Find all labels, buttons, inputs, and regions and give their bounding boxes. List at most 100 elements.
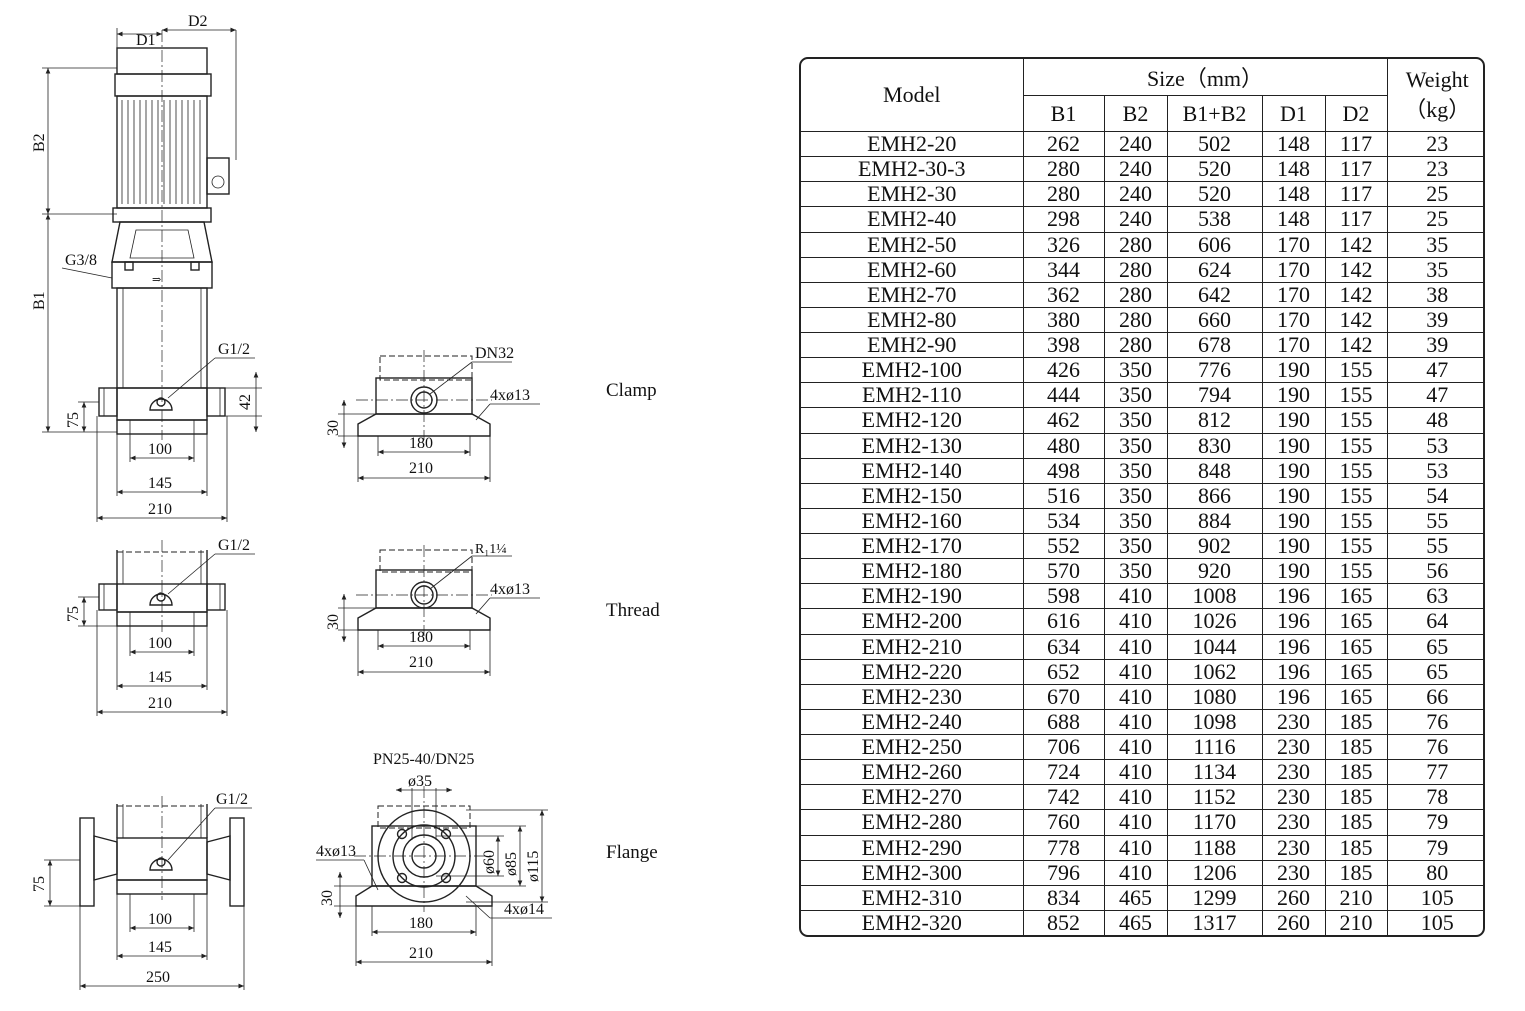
- table-cell: 190: [1261, 357, 1326, 384]
- header-model: Model: [801, 59, 1024, 132]
- table-cell: 410: [1103, 733, 1168, 761]
- table-cell: 1044: [1166, 633, 1263, 660]
- table-cell: 38: [1386, 281, 1483, 308]
- table-cell: EMH2-310: [801, 884, 1024, 911]
- table-cell: EMH2-160: [801, 507, 1024, 535]
- table-cell: EMH2-80: [801, 306, 1024, 334]
- d100-label-flange: 100: [148, 911, 172, 928]
- table-cell: EMH2-40: [801, 206, 1024, 233]
- table-cell: 262: [1022, 130, 1105, 158]
- table-cell: 1062: [1166, 658, 1263, 685]
- table-cell: 76: [1386, 733, 1483, 761]
- flange-plan-view: PN25-40/DN25 ø35 ø60 ø85 ø115 4xø13 4xø1…: [316, 751, 658, 966]
- table-cell: 196: [1261, 683, 1326, 710]
- table-cell: 410: [1103, 859, 1168, 886]
- table-cell: 230: [1261, 733, 1326, 761]
- table-cell: 410: [1103, 683, 1168, 710]
- table-cell: 196: [1261, 583, 1326, 610]
- b1-label: B1: [31, 291, 48, 310]
- table-cell: EMH2-260: [801, 759, 1024, 786]
- table-cell: 185: [1324, 809, 1388, 836]
- main-pump-elevation: ⇒ G3/8 G1/2 D1 D2 B2: [31, 13, 262, 522]
- table-cell: 53: [1386, 457, 1483, 484]
- table-cell: 1134: [1166, 759, 1263, 786]
- table-cell: 298: [1022, 206, 1105, 233]
- table-cell: 155: [1324, 532, 1388, 560]
- table-cell: 142: [1324, 281, 1388, 308]
- table-cell: EMH2-50: [801, 231, 1024, 258]
- flange-elevation: G1/2 75 100 145 250: [31, 791, 252, 990]
- table-cell: 812: [1166, 407, 1263, 434]
- table-cell: EMH2-290: [801, 834, 1024, 861]
- table-cell: 410: [1103, 658, 1168, 685]
- table-cell: 55: [1386, 532, 1483, 560]
- d210-label-thread: 210: [148, 695, 172, 712]
- d60-label: ø60: [481, 850, 498, 874]
- table-cell: 410: [1103, 784, 1168, 811]
- table-cell: EMH2-30: [801, 181, 1024, 208]
- table-cell: 155: [1324, 432, 1388, 459]
- table-cell: EMH2-190: [801, 583, 1024, 610]
- table-cell: 35: [1386, 256, 1483, 283]
- table-cell: 848: [1166, 457, 1263, 484]
- table-cell: 350: [1103, 558, 1168, 585]
- table-cell: 1299: [1166, 884, 1263, 911]
- table-cell: 230: [1261, 859, 1326, 886]
- b2-label: B2: [31, 133, 48, 152]
- table-cell: 117: [1324, 156, 1388, 183]
- table-cell: 155: [1324, 357, 1388, 384]
- table-cell: EMH2-70: [801, 281, 1024, 308]
- table-cell: EMH2-200: [801, 608, 1024, 635]
- table-cell: 65: [1386, 633, 1483, 660]
- table-cell: 652: [1022, 658, 1105, 685]
- table-cell: EMH2-240: [801, 708, 1024, 736]
- table-cell: 866: [1166, 482, 1263, 509]
- table-cell: 142: [1324, 256, 1388, 283]
- table-cell: EMH2-230: [801, 683, 1024, 710]
- table-cell: 280: [1022, 156, 1105, 183]
- table-cell: 670: [1022, 683, 1105, 710]
- table-cell: 1026: [1166, 608, 1263, 635]
- d210-label-thread-plan: 210: [409, 654, 433, 671]
- table-cell: 260: [1261, 884, 1326, 911]
- table-cell: 834: [1022, 884, 1105, 911]
- d100-label-clamp: 100: [148, 441, 172, 458]
- table-cell: 410: [1103, 708, 1168, 736]
- table-cell: 760: [1022, 809, 1105, 836]
- table-cell: 56: [1386, 558, 1483, 585]
- table-cell: EMH2-60: [801, 256, 1024, 283]
- table-cell: 155: [1324, 382, 1388, 409]
- table-cell: EMH2-110: [801, 382, 1024, 409]
- table-cell: 350: [1103, 407, 1168, 434]
- table-cell: EMH2-120: [801, 407, 1024, 434]
- table-cell: 1098: [1166, 708, 1263, 736]
- table-cell: 280: [1022, 181, 1105, 208]
- table-cell: 280: [1103, 306, 1168, 334]
- d180-label-thread: 180: [409, 629, 433, 646]
- d75-label-flange: 75: [31, 876, 48, 892]
- table-cell: 155: [1324, 558, 1388, 585]
- table-cell: 465: [1103, 884, 1168, 911]
- table-cell: 196: [1261, 658, 1326, 685]
- table-cell: 148: [1261, 130, 1326, 158]
- table-cell: 852: [1022, 909, 1105, 935]
- d30-label-clamp: 30: [325, 420, 342, 436]
- table-cell: 380: [1022, 306, 1105, 334]
- table-cell: 480: [1022, 432, 1105, 459]
- d30-label-flange: 30: [319, 890, 336, 906]
- table-cell: 190: [1261, 457, 1326, 484]
- table-cell: 552: [1022, 532, 1105, 560]
- table-cell: 280: [1103, 231, 1168, 258]
- table-cell: 794: [1166, 382, 1263, 409]
- table-cell: 79: [1386, 809, 1483, 836]
- view-label-clamp: Clamp: [606, 380, 657, 401]
